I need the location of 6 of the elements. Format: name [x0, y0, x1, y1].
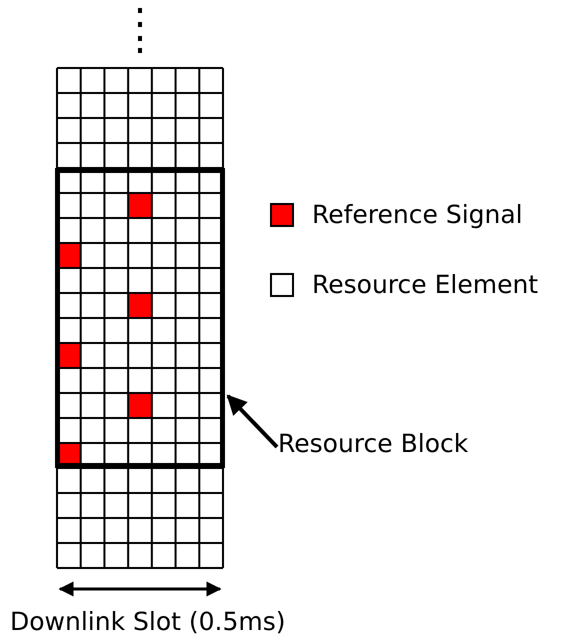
callout-label: Resource Block [278, 429, 468, 459]
dimension-label: Downlink Slot (0.5ms) [10, 607, 286, 637]
legend-label: Reference Signal [312, 200, 523, 230]
leader-line [226, 394, 278, 448]
legend-label: Resource Element [312, 270, 538, 300]
resource-block-outline [55, 168, 225, 468]
